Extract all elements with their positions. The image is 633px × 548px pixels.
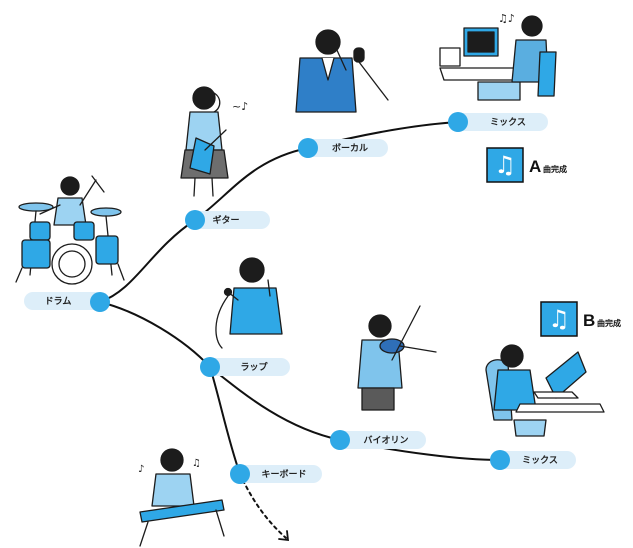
node-label: ボーカル	[332, 142, 368, 154]
node-mix-b: ミックス	[490, 450, 576, 470]
music-note-doodle-icon: ♫	[192, 458, 201, 469]
node-pill	[492, 451, 576, 469]
node-dot	[490, 450, 510, 470]
node-dot	[330, 430, 350, 450]
result-text: 曲完成	[543, 164, 567, 174]
mixing-engineer-illustration: ♫♪	[439, 12, 557, 101]
violinist-illustration	[357, 305, 437, 411]
result-letter: A	[529, 157, 541, 176]
node-label: ラップ	[240, 361, 268, 373]
result-badge-song-a: ♫ A 曲完成	[486, 147, 567, 183]
rapper-illustration	[215, 257, 283, 349]
drummer-illustration	[15, 175, 125, 285]
node-label: バイオリン	[363, 435, 408, 446]
arrow-head-icon	[278, 530, 290, 542]
node-mix-a: ミックス	[448, 112, 548, 132]
edge-rap-keys	[209, 366, 241, 475]
node-pill	[202, 358, 290, 376]
music-note-doodle-icon: ♪	[138, 464, 144, 475]
node-keyboard: キーボード	[230, 464, 322, 484]
edge-drum-guitar	[99, 219, 196, 303]
svg-text:♫: ♫	[494, 151, 516, 179]
music-note-doodle-icon: ♫♪	[498, 12, 515, 25]
node-label: ミックス	[490, 117, 526, 128]
music-note-icon	[486, 147, 524, 183]
node-dot	[200, 357, 220, 377]
node-rap: ラップ	[200, 357, 290, 377]
node-pill	[24, 292, 106, 310]
node-pill	[232, 465, 322, 483]
node-label: キーボード	[261, 468, 306, 480]
node-dot	[185, 210, 205, 230]
laptop-producer-illustration	[485, 344, 605, 437]
guitarist-illustration: ~♪	[180, 86, 248, 197]
result-text: 曲完成	[597, 318, 621, 328]
node-drum: ドラム	[24, 292, 110, 312]
node-dot	[448, 112, 468, 132]
edge-rap-violin	[209, 366, 341, 441]
keyboardist-illustration: ♪ ♫	[138, 448, 225, 547]
node-dot	[298, 138, 318, 158]
node-label: ギター	[212, 214, 239, 226]
node-dot	[230, 464, 250, 484]
node-violin: バイオリン	[330, 430, 426, 450]
node-label: ドラム	[45, 296, 72, 307]
node-pill	[300, 139, 388, 157]
music-note-icon	[540, 301, 578, 337]
result-letter: B	[583, 311, 595, 330]
svg-text:♫: ♫	[548, 305, 570, 333]
node-pill	[332, 431, 426, 449]
node-dot	[90, 292, 110, 312]
node-guitar: ギター	[185, 210, 270, 230]
node-label: ミックス	[522, 455, 558, 466]
node-vocal: ボーカル	[298, 138, 388, 158]
node-pill	[186, 211, 270, 229]
vocalist-illustration	[295, 29, 389, 113]
continuation-arrow	[239, 473, 287, 539]
music-note-doodle-icon: ~♪	[232, 100, 248, 113]
result-badge-song-b: ♫ B 曲完成	[540, 301, 621, 337]
node-pill	[450, 113, 548, 131]
edge-drum-rap	[99, 301, 211, 368]
